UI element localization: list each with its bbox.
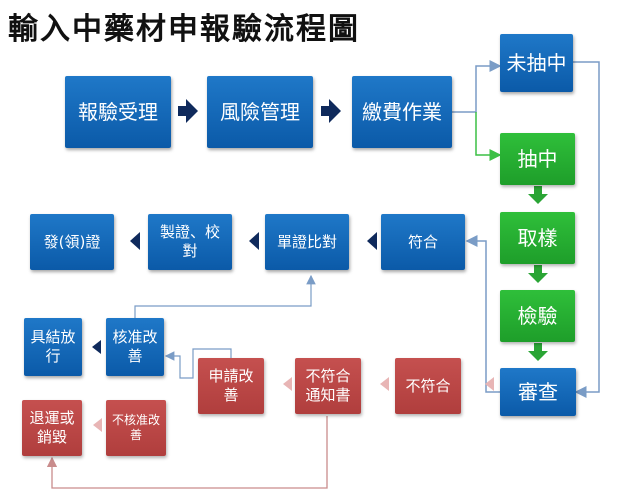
node-wei-chouzhong: 未抽中 (500, 34, 573, 92)
arrow-buhezhun-to-tuiyun (93, 418, 102, 432)
node-tuiyun-xiaohui: 退運或銷毀 (22, 400, 82, 456)
line-hezhun-to-bidui (134, 274, 316, 318)
node-jiaofei-zuoye: 繳費作業 (352, 76, 452, 148)
node-jianyan: 檢驗 (500, 290, 575, 342)
node-bu-fuhe: 不符合 (395, 358, 461, 414)
line-tongzhishu-to-tuiyun (46, 416, 328, 489)
line-shenqing-to-hezhun (164, 348, 232, 379)
node-fuhe: 符合 (381, 214, 465, 270)
node-zhizheng-jiaodui: 製證、校對 (148, 214, 232, 270)
arrow-jianyan-to-shencha (528, 343, 548, 361)
line-to-wei-chouzhong (451, 60, 502, 113)
node-juejie-fangxing: 具結放行 (24, 318, 82, 376)
node-quyang: 取樣 (500, 212, 575, 264)
node-fengxian-guanli: 風險管理 (207, 76, 313, 148)
arrow-fengxian-to-jiaofei (321, 99, 341, 123)
arrow-tongzhishu-to-shenqing (283, 377, 292, 391)
node-baoyan-shouli: 報驗受理 (65, 76, 171, 148)
arrow-bufuhe-to-tongzhishu (380, 377, 389, 391)
arrow-quyang-to-jianyan (528, 265, 548, 283)
arrow-zhizheng-to-fazheng (130, 232, 140, 250)
line-shencha-to-fuhe (465, 235, 500, 393)
arrow-fuhe-to-bidui (367, 232, 377, 250)
node-hezhun-gaishan: 核准改善 (106, 318, 164, 376)
arrow-bidui-to-zhizheng (249, 232, 259, 250)
arrow-shencha-to-bufuhe (485, 377, 494, 391)
node-shenqing-gaishan: 申請改善 (198, 358, 264, 414)
line-to-chouzhong (475, 112, 502, 161)
node-bu-hezhun-gaishan: 不核准改善 (106, 400, 166, 456)
node-shencha: 審查 (500, 368, 576, 416)
arrow-shouli-to-fengxian (178, 99, 198, 123)
node-chouzhong: 抽中 (500, 133, 575, 185)
line-wei-chouzhong-to-shencha (573, 61, 600, 398)
node-danzheng-bidui: 單證比對 (265, 214, 349, 270)
node-fa-ling-zheng: 發(領)證 (30, 214, 114, 270)
arrow-chouzhong-to-quyang (528, 186, 548, 204)
arrow-hezhun-to-juejie (92, 340, 101, 354)
page-title: 輸入中藥材申報驗流程圖 (8, 12, 360, 47)
node-bu-fuhe-tongzhishu: 不符合通知書 (295, 358, 361, 414)
